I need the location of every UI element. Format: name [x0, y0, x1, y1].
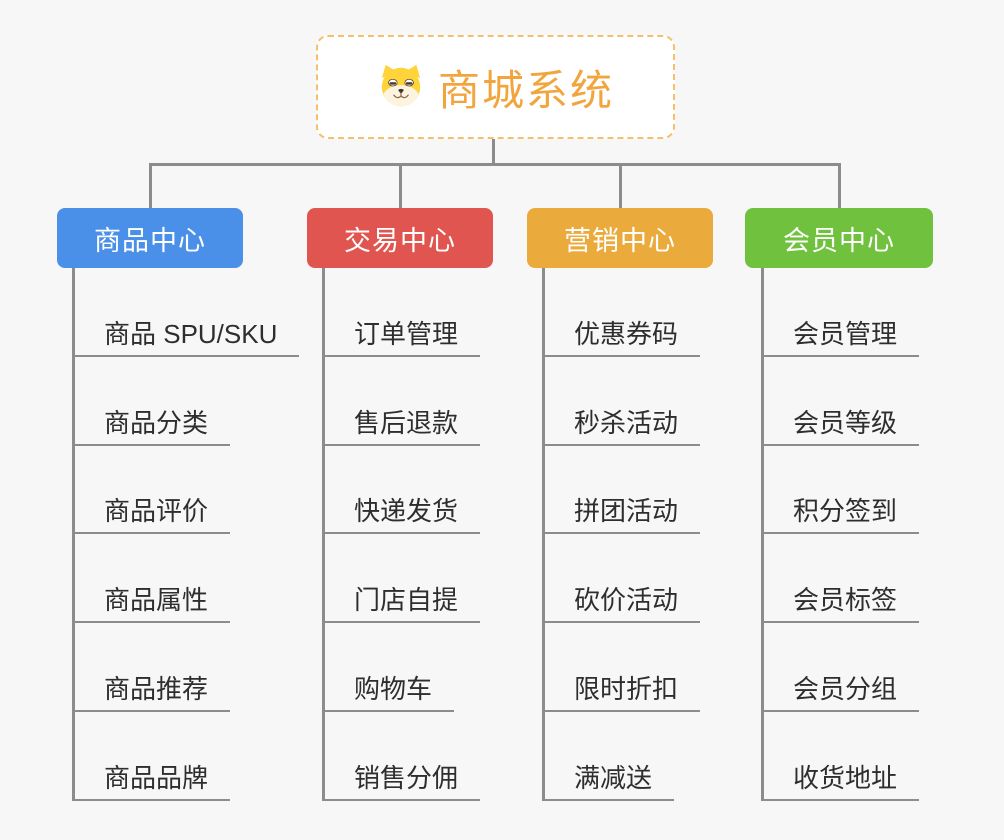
leaf-item[interactable]: 收货地址: [761, 757, 920, 801]
connector-trunk: [72, 268, 75, 801]
leaf-item[interactable]: 优惠券码: [542, 313, 701, 357]
leaf-item[interactable]: 秒杀活动: [542, 402, 701, 446]
leaf-item[interactable]: 满减送: [542, 757, 675, 801]
leaf-item[interactable]: 销售分佣: [322, 757, 481, 801]
connector-drop-1: [149, 163, 152, 209]
dog-icon: [381, 64, 421, 107]
leaf-item[interactable]: 会员管理: [761, 313, 920, 357]
leaf-item[interactable]: 售后退款: [322, 402, 481, 446]
branch-label: 营销中心: [564, 225, 676, 256]
leaf-item[interactable]: 商品属性: [72, 579, 231, 623]
leaf-item[interactable]: 购物车: [322, 668, 455, 712]
leaf-item[interactable]: 商品品牌: [72, 757, 231, 801]
leaf-item[interactable]: 拼团活动: [542, 490, 701, 534]
connector-trunk: [542, 268, 545, 801]
leaf-item[interactable]: 砍价活动: [542, 579, 701, 623]
leaf-item[interactable]: 积分签到: [761, 490, 920, 534]
connector-trunk: [761, 268, 764, 801]
leaf-item[interactable]: 商品推荐: [72, 668, 231, 712]
connector-drop-3: [619, 163, 622, 209]
leaf-item[interactable]: 门店自提: [322, 579, 481, 623]
connector-trunk: [322, 268, 325, 801]
connector-drop-2: [399, 163, 402, 209]
leaf-item[interactable]: 商品分类: [72, 402, 231, 446]
branch-label: 会员中心: [783, 225, 895, 256]
leaf-item[interactable]: 会员标签: [761, 579, 920, 623]
leaf-item[interactable]: 会员分组: [761, 668, 920, 712]
leaf-item[interactable]: 商品评价: [72, 490, 231, 534]
connector-rail: [149, 163, 841, 166]
root-title: 商城系统: [437, 66, 614, 114]
connector-drop-4: [838, 163, 841, 209]
leaf-item[interactable]: 快递发货: [322, 490, 481, 534]
leaf-item[interactable]: 限时折扣: [542, 668, 701, 712]
branch-label: 交易中心: [344, 225, 456, 256]
branch-node-marketing-center[interactable]: 营销中心: [527, 208, 713, 268]
branch-label: 商品中心: [94, 225, 206, 256]
leaf-item[interactable]: 商品 SPU/SKU: [72, 313, 300, 357]
root-node[interactable]: 商城系统: [316, 35, 675, 139]
leaf-item[interactable]: 订单管理: [322, 313, 481, 357]
branch-node-trade-center[interactable]: 交易中心: [307, 208, 493, 268]
branch-node-product-center[interactable]: 商品中心: [57, 208, 243, 268]
connector-root-stem: [492, 139, 495, 166]
branch-node-member-center[interactable]: 会员中心: [745, 208, 933, 268]
leaf-item[interactable]: 会员等级: [761, 402, 920, 446]
